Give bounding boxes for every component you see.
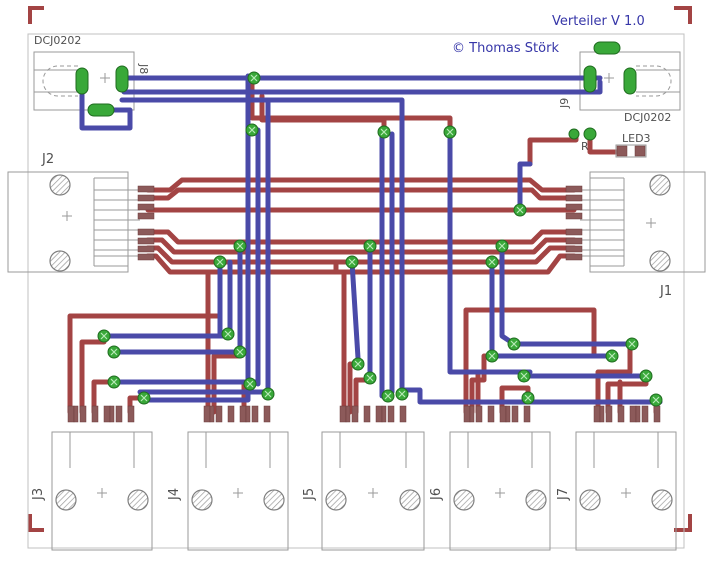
via-mark	[524, 394, 532, 402]
vias	[97, 71, 663, 407]
j2-pin-lines	[94, 189, 140, 257]
via-mark	[264, 390, 272, 398]
via-mark	[140, 394, 148, 402]
via-mark	[384, 392, 392, 400]
via-mark	[236, 348, 244, 356]
via-mark	[366, 242, 374, 250]
label-j1: J1	[659, 284, 672, 299]
rj-jack-j6	[449, 431, 551, 551]
board-title: Verteiler V 1.0	[552, 14, 645, 29]
label-j8: J8	[137, 63, 150, 74]
label-led3: LED3	[622, 132, 651, 145]
via-mark	[398, 390, 406, 398]
via-mark	[110, 378, 118, 386]
label-j4: J4	[167, 488, 182, 501]
j4-pads	[203, 405, 271, 423]
via-mark	[250, 74, 258, 82]
rj-jack-j3	[51, 431, 153, 551]
resistor-r	[568, 127, 597, 141]
dc-jack-right	[579, 51, 681, 111]
via-mark	[520, 372, 528, 380]
led3	[615, 144, 647, 158]
via-mark	[224, 330, 232, 338]
rj-jack-j7	[575, 431, 677, 551]
j6-pads	[463, 405, 531, 423]
via-mark	[380, 128, 388, 136]
via-mark	[446, 128, 454, 136]
j1-pin-lines	[580, 189, 624, 257]
label-j2: J2	[41, 152, 54, 167]
label-dcj-left: DCJ0202	[34, 34, 81, 47]
label-j5: J5	[302, 488, 317, 501]
label-j9: J9	[558, 98, 571, 109]
via-mark	[366, 374, 374, 382]
via-mark	[236, 242, 244, 250]
j3-pads	[67, 405, 135, 423]
via-mark	[608, 352, 616, 360]
label-j6: J6	[429, 488, 444, 501]
via-mark	[642, 372, 650, 380]
via-mark	[248, 126, 256, 134]
label-j7: J7	[556, 488, 571, 501]
via-mark	[628, 340, 636, 348]
author-text: © Thomas Störk	[452, 41, 559, 56]
label-r: R	[581, 140, 589, 153]
label-j3: J3	[31, 488, 46, 501]
via-mark	[516, 206, 524, 214]
via-mark	[354, 360, 362, 368]
via-mark	[100, 332, 108, 340]
via-mark	[246, 380, 254, 388]
j2-pads	[137, 185, 155, 261]
via-mark	[488, 352, 496, 360]
dc-jack-pads	[75, 41, 637, 117]
via-mark	[216, 258, 224, 266]
rj-jack-j1	[589, 171, 706, 273]
rj-jack-j4	[187, 431, 289, 551]
via-mark	[348, 258, 356, 266]
label-dcj-right: DCJ0202	[624, 111, 671, 124]
j5-pads	[339, 405, 407, 423]
j1-pads	[565, 185, 583, 261]
rj-jack-j2	[7, 171, 129, 273]
top-copper-traces	[79, 73, 663, 405]
rj-jack-j5	[321, 431, 425, 551]
board-outline	[27, 33, 685, 549]
via-mark	[652, 396, 660, 404]
corner-marks	[28, 6, 692, 532]
via-mark	[498, 242, 506, 250]
via-mark	[488, 258, 496, 266]
via-mark	[510, 340, 518, 348]
via-mark	[110, 348, 118, 356]
j7-pads	[593, 405, 661, 423]
